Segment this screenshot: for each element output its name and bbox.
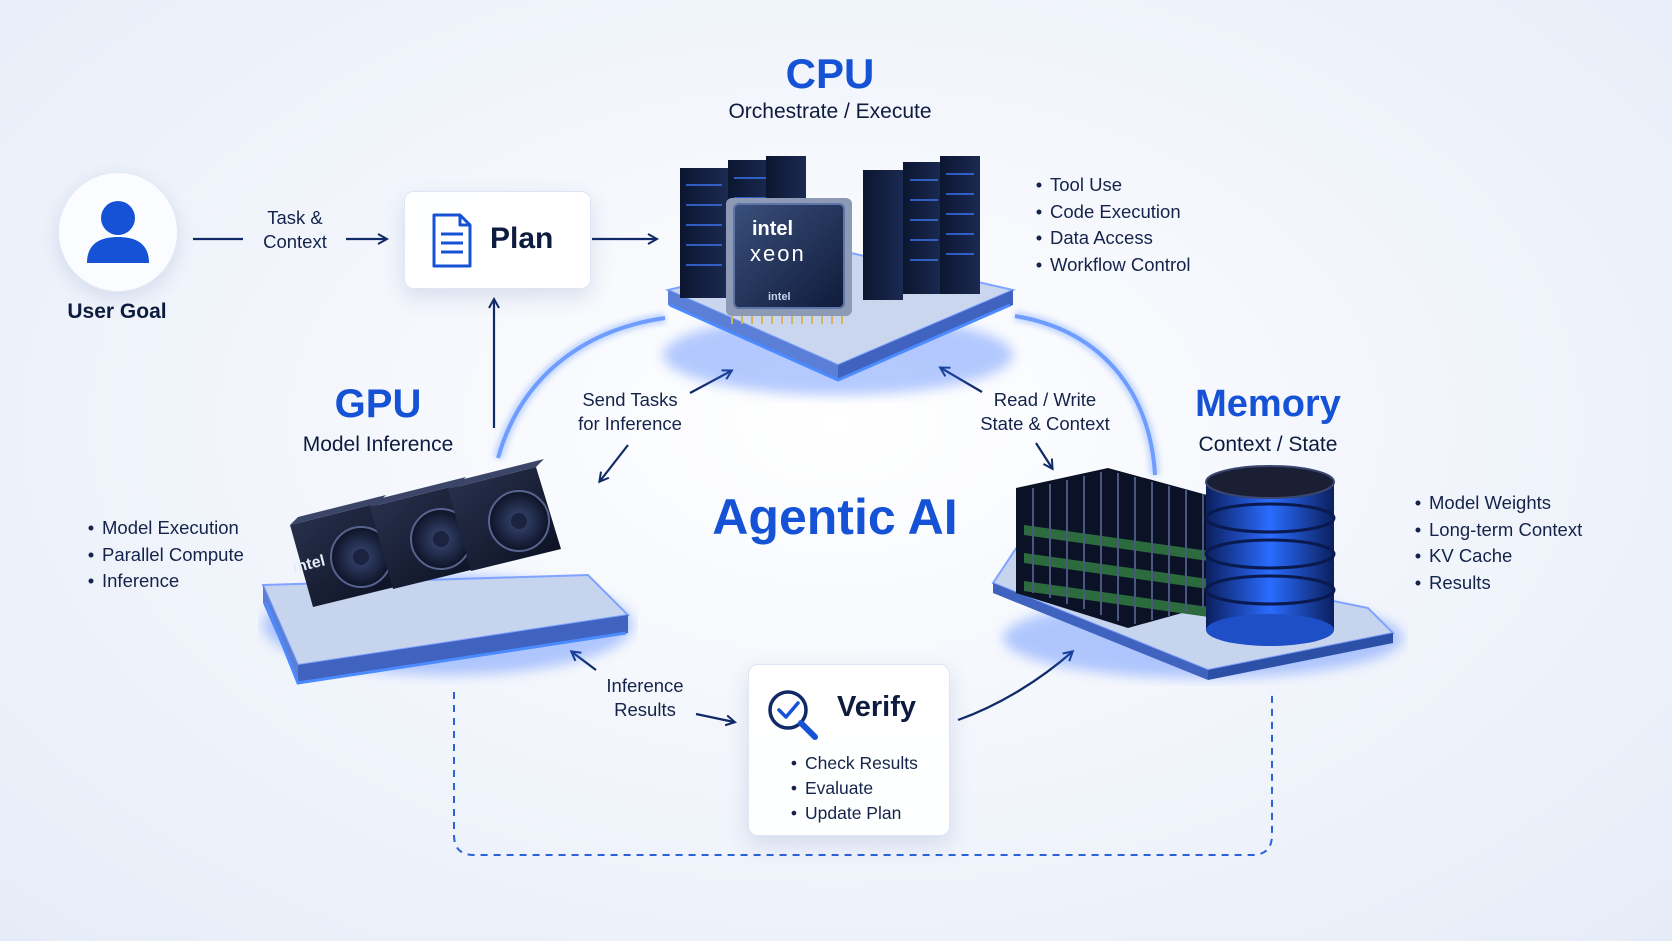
memory-hardware-illustration — [991, 465, 1403, 680]
cpu-hardware-illustration: intel xeon intel — [663, 156, 1017, 395]
memory-subtitle: Context / State — [1198, 433, 1338, 456]
user-icon — [87, 201, 149, 263]
dashed-feedback-loop — [453, 690, 1273, 856]
edge-label-task-context: Task & Context — [263, 207, 327, 252]
plan-card: Plan — [404, 191, 591, 289]
arrow-results-to-verify — [695, 712, 734, 722]
verify-label: Verify — [837, 691, 916, 723]
gpu-bullets: Model Execution Parallel Compute Inferen… — [82, 515, 244, 595]
cpu-bullet: Data Access — [1030, 225, 1191, 252]
plan-label: Plan — [490, 222, 554, 255]
verify-bullet: Update Plan — [785, 801, 918, 826]
verify-bullet: Check Results — [785, 751, 918, 776]
edge-label-read-write: Read / Write State & Context — [980, 389, 1110, 434]
gpu-hardware-illustration: intel — [261, 459, 633, 685]
document-icon — [432, 213, 472, 268]
center-title: Agentic AI — [712, 489, 958, 545]
memory-bullet: Model Weights — [1409, 490, 1582, 517]
verify-bullets: Check Results Evaluate Update Plan — [785, 751, 918, 826]
user-goal-node — [58, 172, 178, 292]
glow-arc-cpu-memory — [1014, 311, 1160, 476]
gpu-bullet: Parallel Compute — [82, 542, 244, 569]
cpu-subtitle: Orchestrate / Execute — [728, 100, 932, 123]
memory-bullet: Long-term Context — [1409, 517, 1582, 544]
verify-card: Verify Check Results Evaluate Update Pla… — [748, 664, 950, 836]
cpu-bullets: Tool Use Code Execution Data Access Work… — [1030, 172, 1191, 278]
arrow-send-tasks-down — [600, 444, 629, 481]
memory-bullet: KV Cache — [1409, 543, 1582, 570]
edge-label-send-tasks: Send Tasks for Inference — [578, 389, 682, 434]
gpu-title: GPU — [334, 382, 422, 426]
cpu-bullet: Tool Use — [1030, 172, 1191, 199]
cpu-bullet: Code Execution — [1030, 199, 1191, 226]
magnifier-check-icon — [768, 690, 818, 740]
gpu-bullet: Model Execution — [82, 515, 244, 542]
memory-bullet: Results — [1409, 570, 1582, 597]
verify-bullet: Evaluate — [785, 776, 918, 801]
edge-label-inference-results: Inference Results — [606, 675, 684, 720]
chip-model-text: xeon — [750, 241, 806, 266]
memory-bullets: Model Weights Long-term Context KV Cache… — [1409, 490, 1582, 596]
gpu-subtitle: Model Inference — [302, 433, 454, 456]
glow-arc-gpu-cpu — [493, 313, 666, 460]
memory-title: Memory — [1195, 383, 1341, 425]
cpu-title: CPU — [785, 50, 875, 97]
chip-small-brand-text: intel — [768, 291, 791, 303]
cpu-bullet: Workflow Control — [1030, 252, 1191, 279]
chip-brand-text: intel — [752, 218, 793, 240]
arrow-read-write-down — [1035, 442, 1052, 468]
user-goal-label: User Goal — [67, 300, 167, 323]
gpu-bullet: Inference — [82, 568, 244, 595]
